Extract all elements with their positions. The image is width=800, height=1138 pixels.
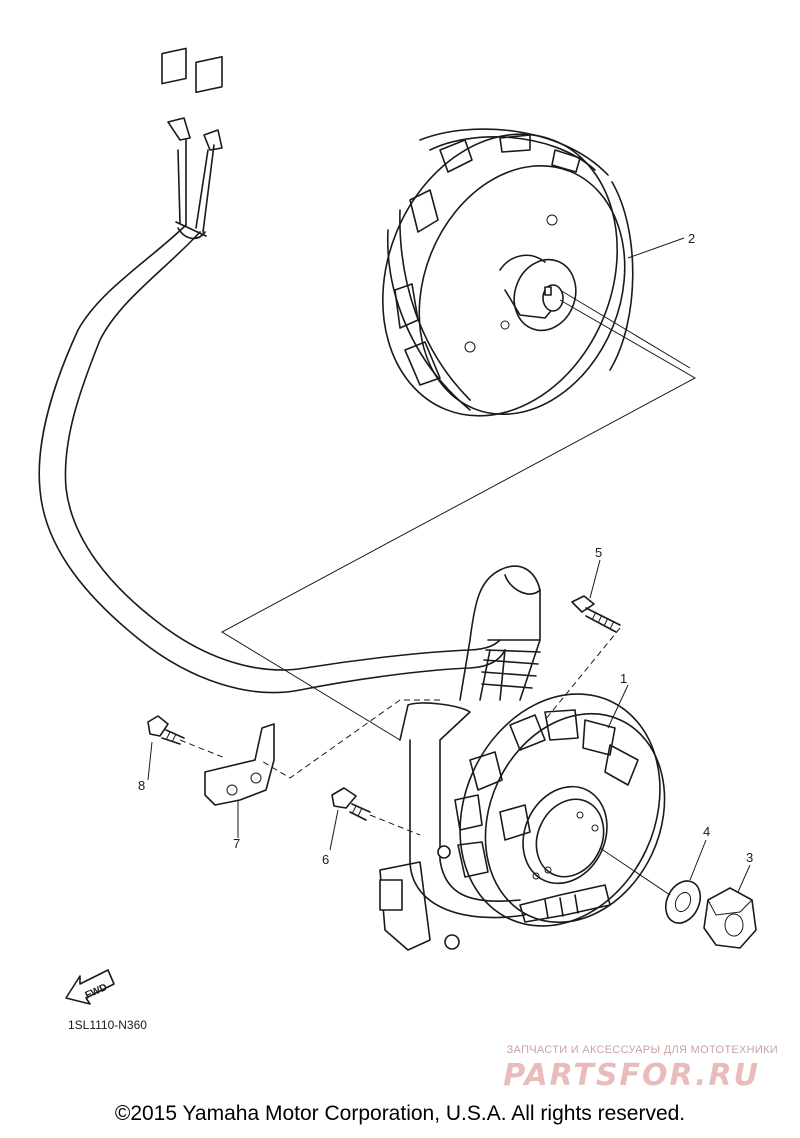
leader-lines bbox=[147, 237, 751, 893]
stator-assembly bbox=[379, 565, 666, 951]
callout-7: 7 bbox=[233, 836, 240, 851]
nut-part-3 bbox=[703, 887, 757, 949]
copyright-notice: ©2015 Yamaha Motor Corporation, U.S.A. A… bbox=[114, 1102, 686, 1125]
watermark-logo: PARTSFOR.RU bbox=[503, 1058, 760, 1093]
callout-3: 3 bbox=[746, 850, 753, 865]
bolt-part-8 bbox=[147, 715, 185, 745]
washer-part-4 bbox=[664, 880, 702, 924]
callout-6: 6 bbox=[322, 852, 329, 867]
alignment-lines bbox=[179, 289, 697, 896]
bolt-part-5 bbox=[571, 595, 621, 633]
bolt-part-6 bbox=[331, 787, 371, 821]
callout-5: 5 bbox=[595, 545, 602, 560]
watermark-subtitle: ЗАПЧАСТИ И АКСЕССУАРЫ ДЛЯ МОТОТЕХНИКИ bbox=[506, 1044, 778, 1056]
callout-8: 8 bbox=[138, 778, 145, 793]
plate-part-7 bbox=[204, 723, 275, 806]
callout-2: 2 bbox=[688, 231, 695, 246]
fwd-arrow-icon: FWD bbox=[65, 969, 115, 1005]
callouts: 1 2 3 4 5 6 7 8 bbox=[138, 231, 753, 867]
rotor-flywheel bbox=[382, 128, 634, 417]
wire-harness bbox=[38, 47, 506, 694]
callout-4: 4 bbox=[703, 824, 710, 839]
diagram-code: 1SL1110-N360 bbox=[68, 1018, 147, 1032]
callout-1: 1 bbox=[620, 671, 627, 686]
